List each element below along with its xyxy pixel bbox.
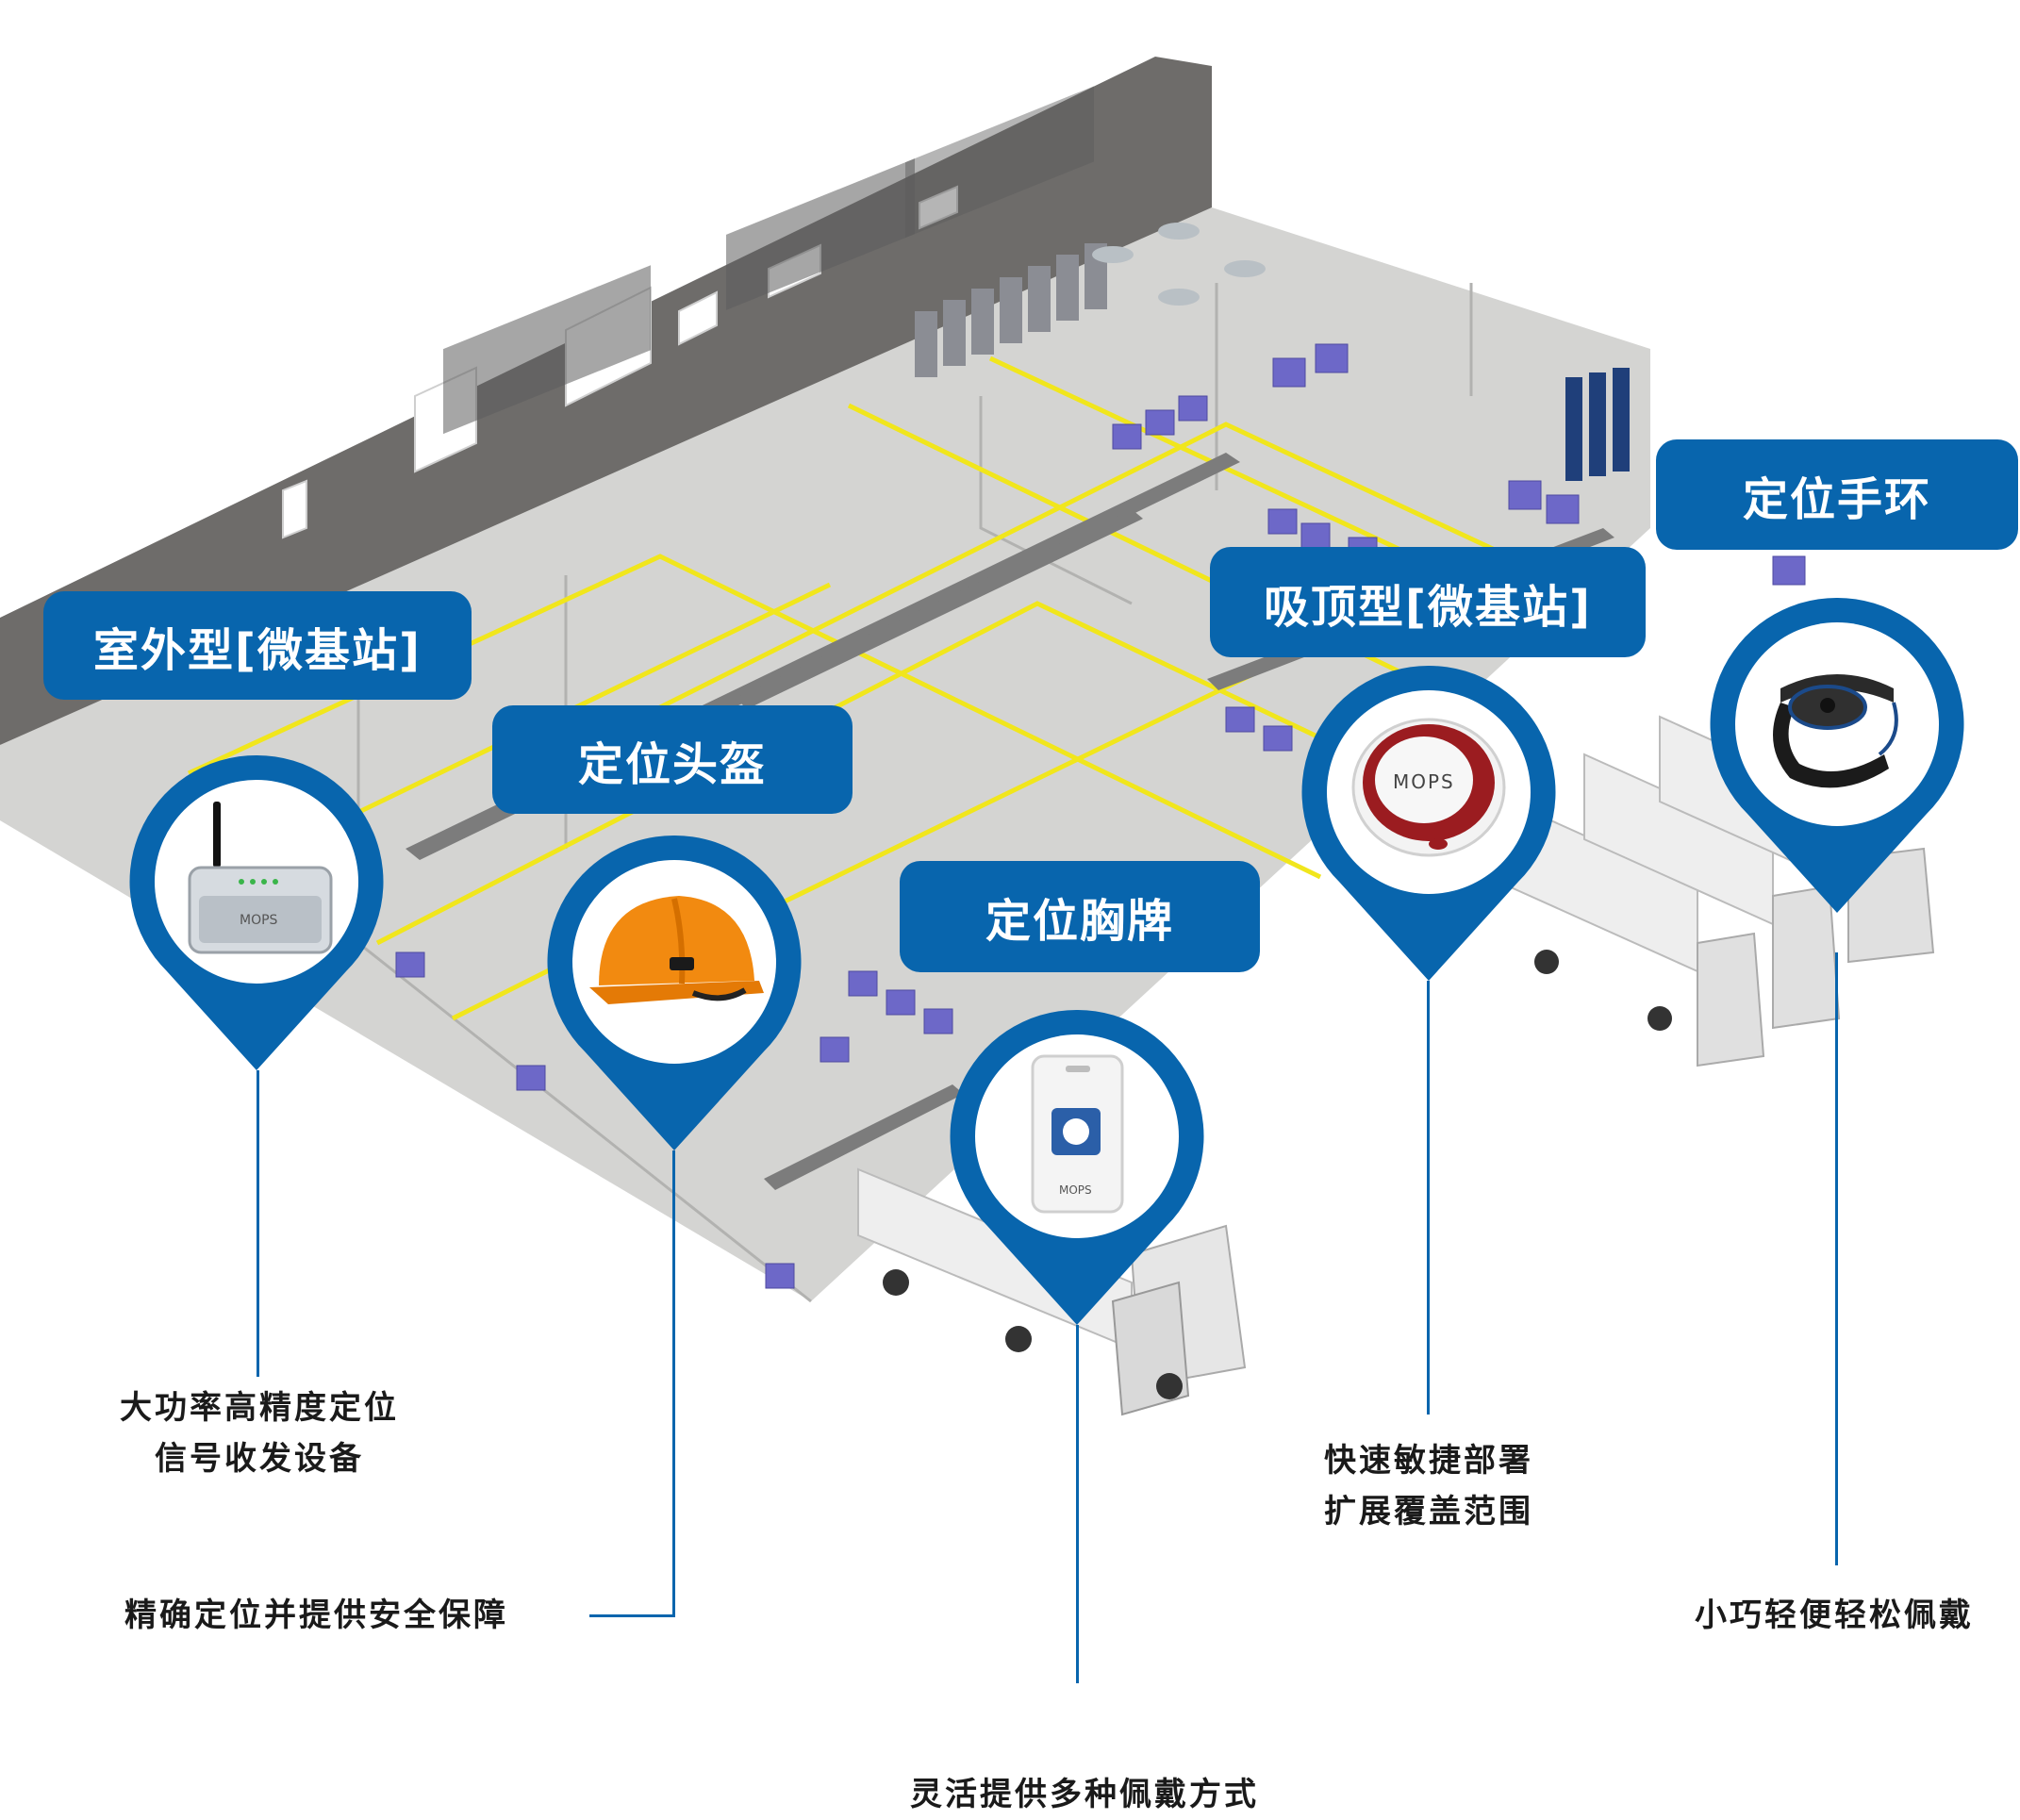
connector-badge <box>1076 1325 1079 1683</box>
desc-wristband-line: 小巧轻便轻松佩戴 <box>1695 1597 1974 1634</box>
desc-badge: 灵活提供多种佩戴方式 <box>863 1769 1306 1820</box>
router-icon: MOPS <box>185 792 336 962</box>
label-outdoor-station: 室外型[微基站] <box>43 591 472 700</box>
connector-helmet <box>672 1150 675 1617</box>
desc-outdoor-station-line1: 大功率高精度定位 <box>120 1389 399 1427</box>
label-ceiling-station: 吸顶型[微基站] <box>1210 547 1646 657</box>
ceiling-station-brand: MOPS <box>1393 770 1455 793</box>
label-badge: 定位胸牌 <box>900 861 1260 972</box>
label-wristband: 定位手环 <box>1656 439 2018 550</box>
connector-outdoor-station <box>257 1070 259 1377</box>
desc-outdoor-station-line2: 信号收发设备 <box>155 1440 364 1478</box>
wristband-icon <box>1752 651 1922 811</box>
router-brand: MOPS <box>240 913 278 928</box>
desc-ceiling-station: 快速敏捷部署 扩展覆盖范围 <box>1254 1435 1603 1537</box>
desc-ceiling-station-line2: 扩展覆盖范围 <box>1324 1493 1533 1530</box>
desc-helmet: 精确定位并提供安全保障 <box>124 1590 508 1641</box>
label-helmet: 定位头盔 <box>492 705 853 814</box>
ceiling-station-icon: MOPS <box>1344 712 1514 872</box>
trucks-right <box>1508 715 1935 1067</box>
desc-helmet-line: 精确定位并提供安全保障 <box>124 1597 508 1634</box>
desc-ceiling-station-line1: 快速敏捷部署 <box>1324 1442 1533 1480</box>
desc-wristband: 小巧轻便轻松佩戴 <box>1641 1590 2020 1641</box>
badge-brand: MOPS <box>1059 1183 1092 1197</box>
badge-icon: MOPS <box>1023 1051 1136 1221</box>
connector-ceiling-station <box>1427 981 1430 1415</box>
connector-helmet-horizontal <box>589 1614 675 1617</box>
connector-wristband <box>1835 952 1838 1565</box>
desc-outdoor-station: 大功率高精度定位 信号收发设备 <box>38 1382 481 1484</box>
helmet-icon <box>580 882 769 1023</box>
desc-badge-line: 灵活提供多种佩戴方式 <box>910 1776 1259 1813</box>
